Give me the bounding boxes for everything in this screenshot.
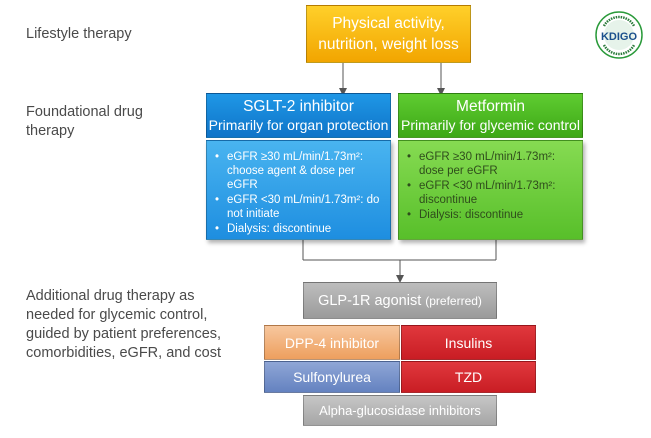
sulfonylurea-label: Sulfonylurea bbox=[293, 369, 371, 385]
label-foundational-drug-therapy: Foundational drug therapy bbox=[26, 104, 143, 139]
sulfonylurea-box: Sulfonylurea bbox=[264, 361, 400, 393]
insulins-box: Insulins bbox=[401, 325, 536, 360]
glp1-box: GLP-1R agonist (preferred) bbox=[303, 282, 497, 319]
metformin-header: Metformin Primarily for glycemic control bbox=[398, 93, 583, 138]
kdigo-logo-icon: KDIGO bbox=[595, 11, 643, 59]
dpp4-label: DPP-4 inhibitor bbox=[284, 334, 380, 351]
alpha-glucosidase-label: Alpha-glucosidase inhibitors bbox=[319, 403, 481, 418]
glp1-note: (preferred) bbox=[425, 293, 482, 308]
logo-text: KDIGO bbox=[601, 31, 638, 43]
sglt2-details: eGFR ≥30 mL/min/1.73m²: choose agent & d… bbox=[206, 140, 391, 240]
label-lifestyle-therapy: Lifestyle therapy bbox=[26, 26, 132, 42]
sglt2-subtitle: Primarily for organ protection bbox=[208, 117, 389, 133]
metformin-subtitle: Primarily for glycemic control bbox=[401, 117, 580, 133]
alpha-glucosidase-box: Alpha-glucosidase inhibitors bbox=[303, 395, 497, 426]
glp1-name: GLP-1R agonist bbox=[318, 292, 422, 309]
insulins-label: Insulins bbox=[444, 334, 493, 351]
tzd-label: TZD bbox=[454, 369, 483, 385]
metformin-details: eGFR ≥30 mL/min/1.73m²: dose per eGFR eG… bbox=[398, 140, 583, 240]
dpp4-box: DPP-4 inhibitor bbox=[264, 325, 400, 360]
sglt2-bullet: eGFR ≥30 mL/min/1.73m²: choose agent & d… bbox=[215, 150, 384, 192]
metformin-title: Metformin bbox=[456, 98, 525, 115]
lifestyle-box-line2: nutrition, weight loss bbox=[318, 36, 459, 53]
metformin-bullet: Dialysis: discontinue bbox=[407, 208, 576, 222]
tzd-box: TZD bbox=[401, 361, 536, 393]
lifestyle-box: Physical activity, nutrition, weight los… bbox=[306, 5, 471, 63]
metformin-bullet: eGFR <30 mL/min/1.73m²: discontinue bbox=[407, 179, 576, 207]
sglt2-header: SGLT-2 inhibitor Primarily for organ pro… bbox=[206, 93, 391, 138]
sglt2-bullet: eGFR <30 mL/min/1.73m²: do not initiate bbox=[215, 193, 384, 221]
lifestyle-box-line1: Physical activity, bbox=[332, 15, 445, 32]
sglt2-title: SGLT-2 inhibitor bbox=[243, 98, 354, 115]
metformin-bullet: eGFR ≥30 mL/min/1.73m²: dose per eGFR bbox=[407, 150, 576, 178]
sglt2-bullet: Dialysis: discontinue bbox=[215, 222, 384, 236]
label-additional-drug-therapy: Additional drug therapy as needed for gl… bbox=[26, 288, 222, 361]
